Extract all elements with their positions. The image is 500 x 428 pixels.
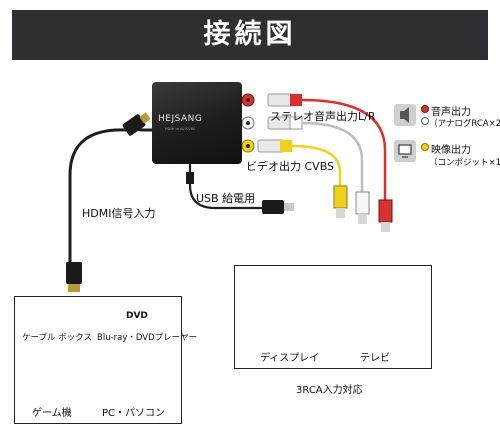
legend-video-title: 映像出力 <box>431 145 471 156</box>
rca-end-white <box>355 191 370 215</box>
device-brand-sub: HDMI to AV/CVBS <box>165 127 196 131</box>
hdmi-plug-top <box>122 114 146 136</box>
rca-cable-red <box>301 98 387 200</box>
hdmi-plug-top-tip <box>139 112 151 124</box>
speaker-icon <box>394 104 416 126</box>
video-out-label: ビデオ出力 CVBS <box>246 160 335 173</box>
hdmi-in-label: HDMI信号入力 <box>82 207 156 220</box>
legend-dot-white <box>421 117 429 125</box>
dvd-tag: DVD <box>126 311 148 321</box>
page-title: 接続図 <box>203 19 297 50</box>
converter-device <box>152 82 242 164</box>
source-label-cable-box: ケーブル ボックス <box>22 333 92 343</box>
usb-plug <box>262 200 284 214</box>
target-label-display: ディスプレイ <box>260 353 320 364</box>
source-label-game: ゲーム機 <box>32 408 72 419</box>
legend-audio-title: 音声出力 <box>431 107 471 118</box>
rca-cable-yellow <box>291 144 342 186</box>
target-devices-box <box>234 265 432 369</box>
rca-end-red <box>378 199 393 223</box>
title-banner: 接続図 <box>12 10 488 60</box>
legend-audio-sub: （アナログRCA×2） <box>429 119 500 129</box>
stereo-out-label: ステレオ音声出力L/R <box>270 110 376 123</box>
target-footer: 3RCA入力対応 <box>296 385 363 396</box>
rca-end-yellow <box>333 185 348 209</box>
device-brand: HEJSANG <box>158 114 203 124</box>
usb-cable <box>188 164 262 210</box>
tv-legend-icon <box>394 140 416 162</box>
hdmi-cable-run <box>68 128 127 274</box>
usb-plug-tip <box>284 203 294 211</box>
usb-power-label: USB 給電用 <box>196 192 256 205</box>
source-devices-box <box>14 296 182 424</box>
source-label-bluray: Blu-ray・DVDプレーヤー <box>97 333 198 343</box>
legend-video-sub: （コンポジット×1） <box>429 158 500 168</box>
legend-dot-red <box>421 105 429 113</box>
source-label-pc: PC・パソコン <box>102 408 166 419</box>
hdmi-plug-bottom-tip <box>68 284 80 292</box>
legend-dot-yellow <box>421 143 429 151</box>
hdmi-plug-bottom <box>66 262 82 284</box>
usb-device-stub <box>186 172 194 184</box>
rca-cable-white <box>301 121 364 192</box>
target-label-tv: テレビ <box>360 353 390 364</box>
